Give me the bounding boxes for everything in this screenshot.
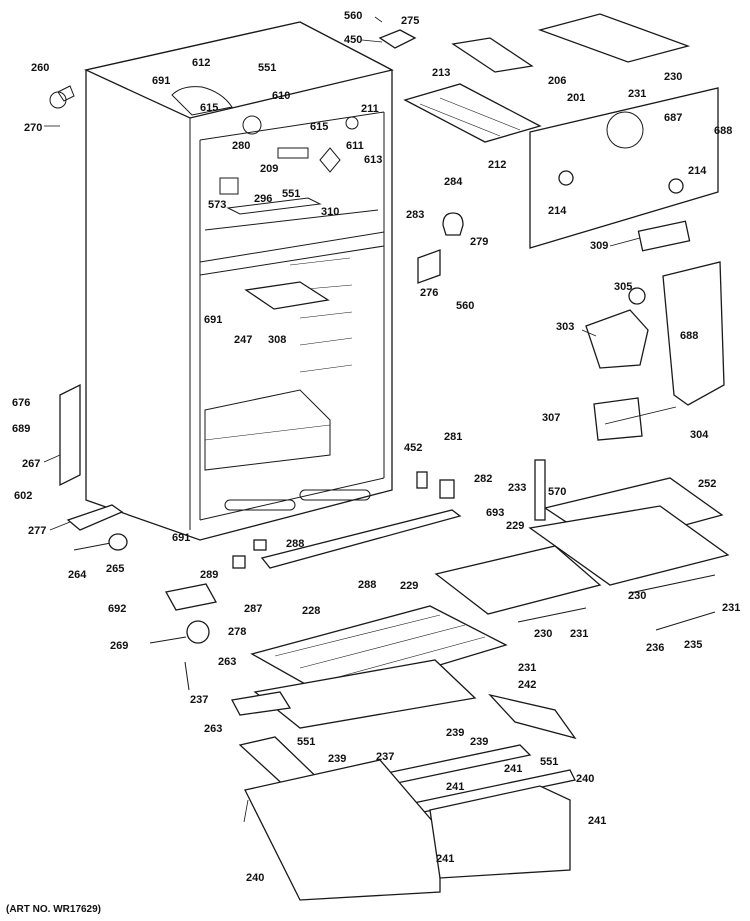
leader-lines xyxy=(43,16,677,823)
label-610: 610 xyxy=(272,90,290,102)
label-676: 676 xyxy=(12,397,30,409)
label-230-c: 230 xyxy=(534,628,552,640)
label-551-d: 551 xyxy=(540,756,558,768)
label-288-b: 288 xyxy=(358,579,376,591)
label-560-b: 560 xyxy=(456,300,474,312)
label-214-b: 214 xyxy=(548,205,567,217)
label-267: 267 xyxy=(22,458,40,470)
label-235: 235 xyxy=(684,639,702,651)
label-691-a: 691 xyxy=(152,75,170,87)
label-691-b: 691 xyxy=(204,314,222,326)
label-269: 269 xyxy=(110,640,128,652)
label-280: 280 xyxy=(232,140,250,152)
label-242: 242 xyxy=(518,679,536,691)
label-241-c: 241 xyxy=(588,815,606,827)
label-308: 308 xyxy=(268,334,286,346)
label-252: 252 xyxy=(698,478,716,490)
label-296: 296 xyxy=(254,193,272,205)
label-573: 573 xyxy=(208,199,226,211)
label-289: 289 xyxy=(200,569,218,581)
label-307: 307 xyxy=(542,412,560,424)
label-213: 213 xyxy=(432,67,450,79)
label-263-b: 263 xyxy=(204,723,222,735)
label-688-b: 688 xyxy=(680,330,698,342)
label-309: 309 xyxy=(590,240,608,252)
label-691-c: 691 xyxy=(172,532,190,544)
label-613: 613 xyxy=(364,154,382,166)
label-281: 281 xyxy=(444,431,462,443)
label-228: 228 xyxy=(302,605,320,617)
label-450: 450 xyxy=(344,34,362,46)
label-611: 611 xyxy=(346,140,364,152)
label-551-c: 551 xyxy=(297,736,315,748)
label-264: 264 xyxy=(68,569,87,581)
label-551-b: 551 xyxy=(282,188,300,200)
label-276: 276 xyxy=(420,287,438,299)
label-240-a: 240 xyxy=(576,773,594,785)
label-689: 689 xyxy=(12,423,30,435)
label-206: 206 xyxy=(548,75,566,87)
label-265: 265 xyxy=(106,563,124,575)
label-230-top: 230 xyxy=(664,71,682,83)
label-231-d: 231 xyxy=(518,662,536,674)
label-279: 279 xyxy=(470,236,488,248)
label-284: 284 xyxy=(444,176,463,188)
label-305: 305 xyxy=(614,281,632,293)
label-551-a: 551 xyxy=(258,62,276,74)
label-229-b: 229 xyxy=(400,580,418,592)
label-270: 270 xyxy=(24,122,42,134)
label-231-top: 231 xyxy=(628,88,646,100)
art-number: (ART NO. WR17629) xyxy=(6,904,102,915)
label-263-a: 263 xyxy=(218,656,236,668)
part-labels: 560 275 450 213 206 230 231 201 688 687 … xyxy=(12,10,740,884)
label-570: 570 xyxy=(548,486,566,498)
label-304: 304 xyxy=(690,429,709,441)
label-239-c: 239 xyxy=(328,753,346,765)
label-602: 602 xyxy=(14,490,32,502)
label-282: 282 xyxy=(474,473,492,485)
label-615-b: 615 xyxy=(310,121,328,133)
label-288-a: 288 xyxy=(286,538,304,550)
label-209: 209 xyxy=(260,163,278,175)
label-615-a: 615 xyxy=(200,102,218,114)
label-212: 212 xyxy=(488,159,506,171)
label-237-a: 237 xyxy=(190,694,208,706)
label-247: 247 xyxy=(234,334,252,346)
label-452: 452 xyxy=(404,442,422,454)
label-275: 275 xyxy=(401,15,419,27)
label-278: 278 xyxy=(228,626,246,638)
label-237-b: 237 xyxy=(376,751,394,763)
freezer-parts xyxy=(378,13,725,441)
fresh-food-parts xyxy=(149,459,730,901)
label-560-top: 560 xyxy=(344,10,362,22)
label-693: 693 xyxy=(486,507,504,519)
label-231-b: 231 xyxy=(722,602,740,614)
label-241-d: 241 xyxy=(436,853,454,865)
label-229-a: 229 xyxy=(506,520,524,532)
label-230-b: 230 xyxy=(628,590,646,602)
label-688-top: 688 xyxy=(714,125,732,137)
label-287: 287 xyxy=(244,603,262,615)
label-612: 612 xyxy=(192,57,210,69)
label-240-b: 240 xyxy=(246,872,264,884)
label-233: 233 xyxy=(508,482,526,494)
label-241-b: 241 xyxy=(446,781,464,793)
label-310: 310 xyxy=(321,206,339,218)
label-239-a: 239 xyxy=(446,727,464,739)
label-283: 283 xyxy=(406,209,424,221)
cabinet-body xyxy=(49,21,394,551)
label-201: 201 xyxy=(567,92,585,104)
label-214-a: 214 xyxy=(688,165,707,177)
label-260: 260 xyxy=(31,62,49,74)
label-303: 303 xyxy=(556,321,574,333)
label-211: 211 xyxy=(361,103,379,115)
label-236: 236 xyxy=(646,642,664,654)
label-241-a: 241 xyxy=(504,763,522,775)
label-231-c: 231 xyxy=(570,628,588,640)
label-239-b: 239 xyxy=(470,736,488,748)
label-692: 692 xyxy=(108,603,126,615)
label-277: 277 xyxy=(28,525,46,537)
label-687: 687 xyxy=(664,112,682,124)
